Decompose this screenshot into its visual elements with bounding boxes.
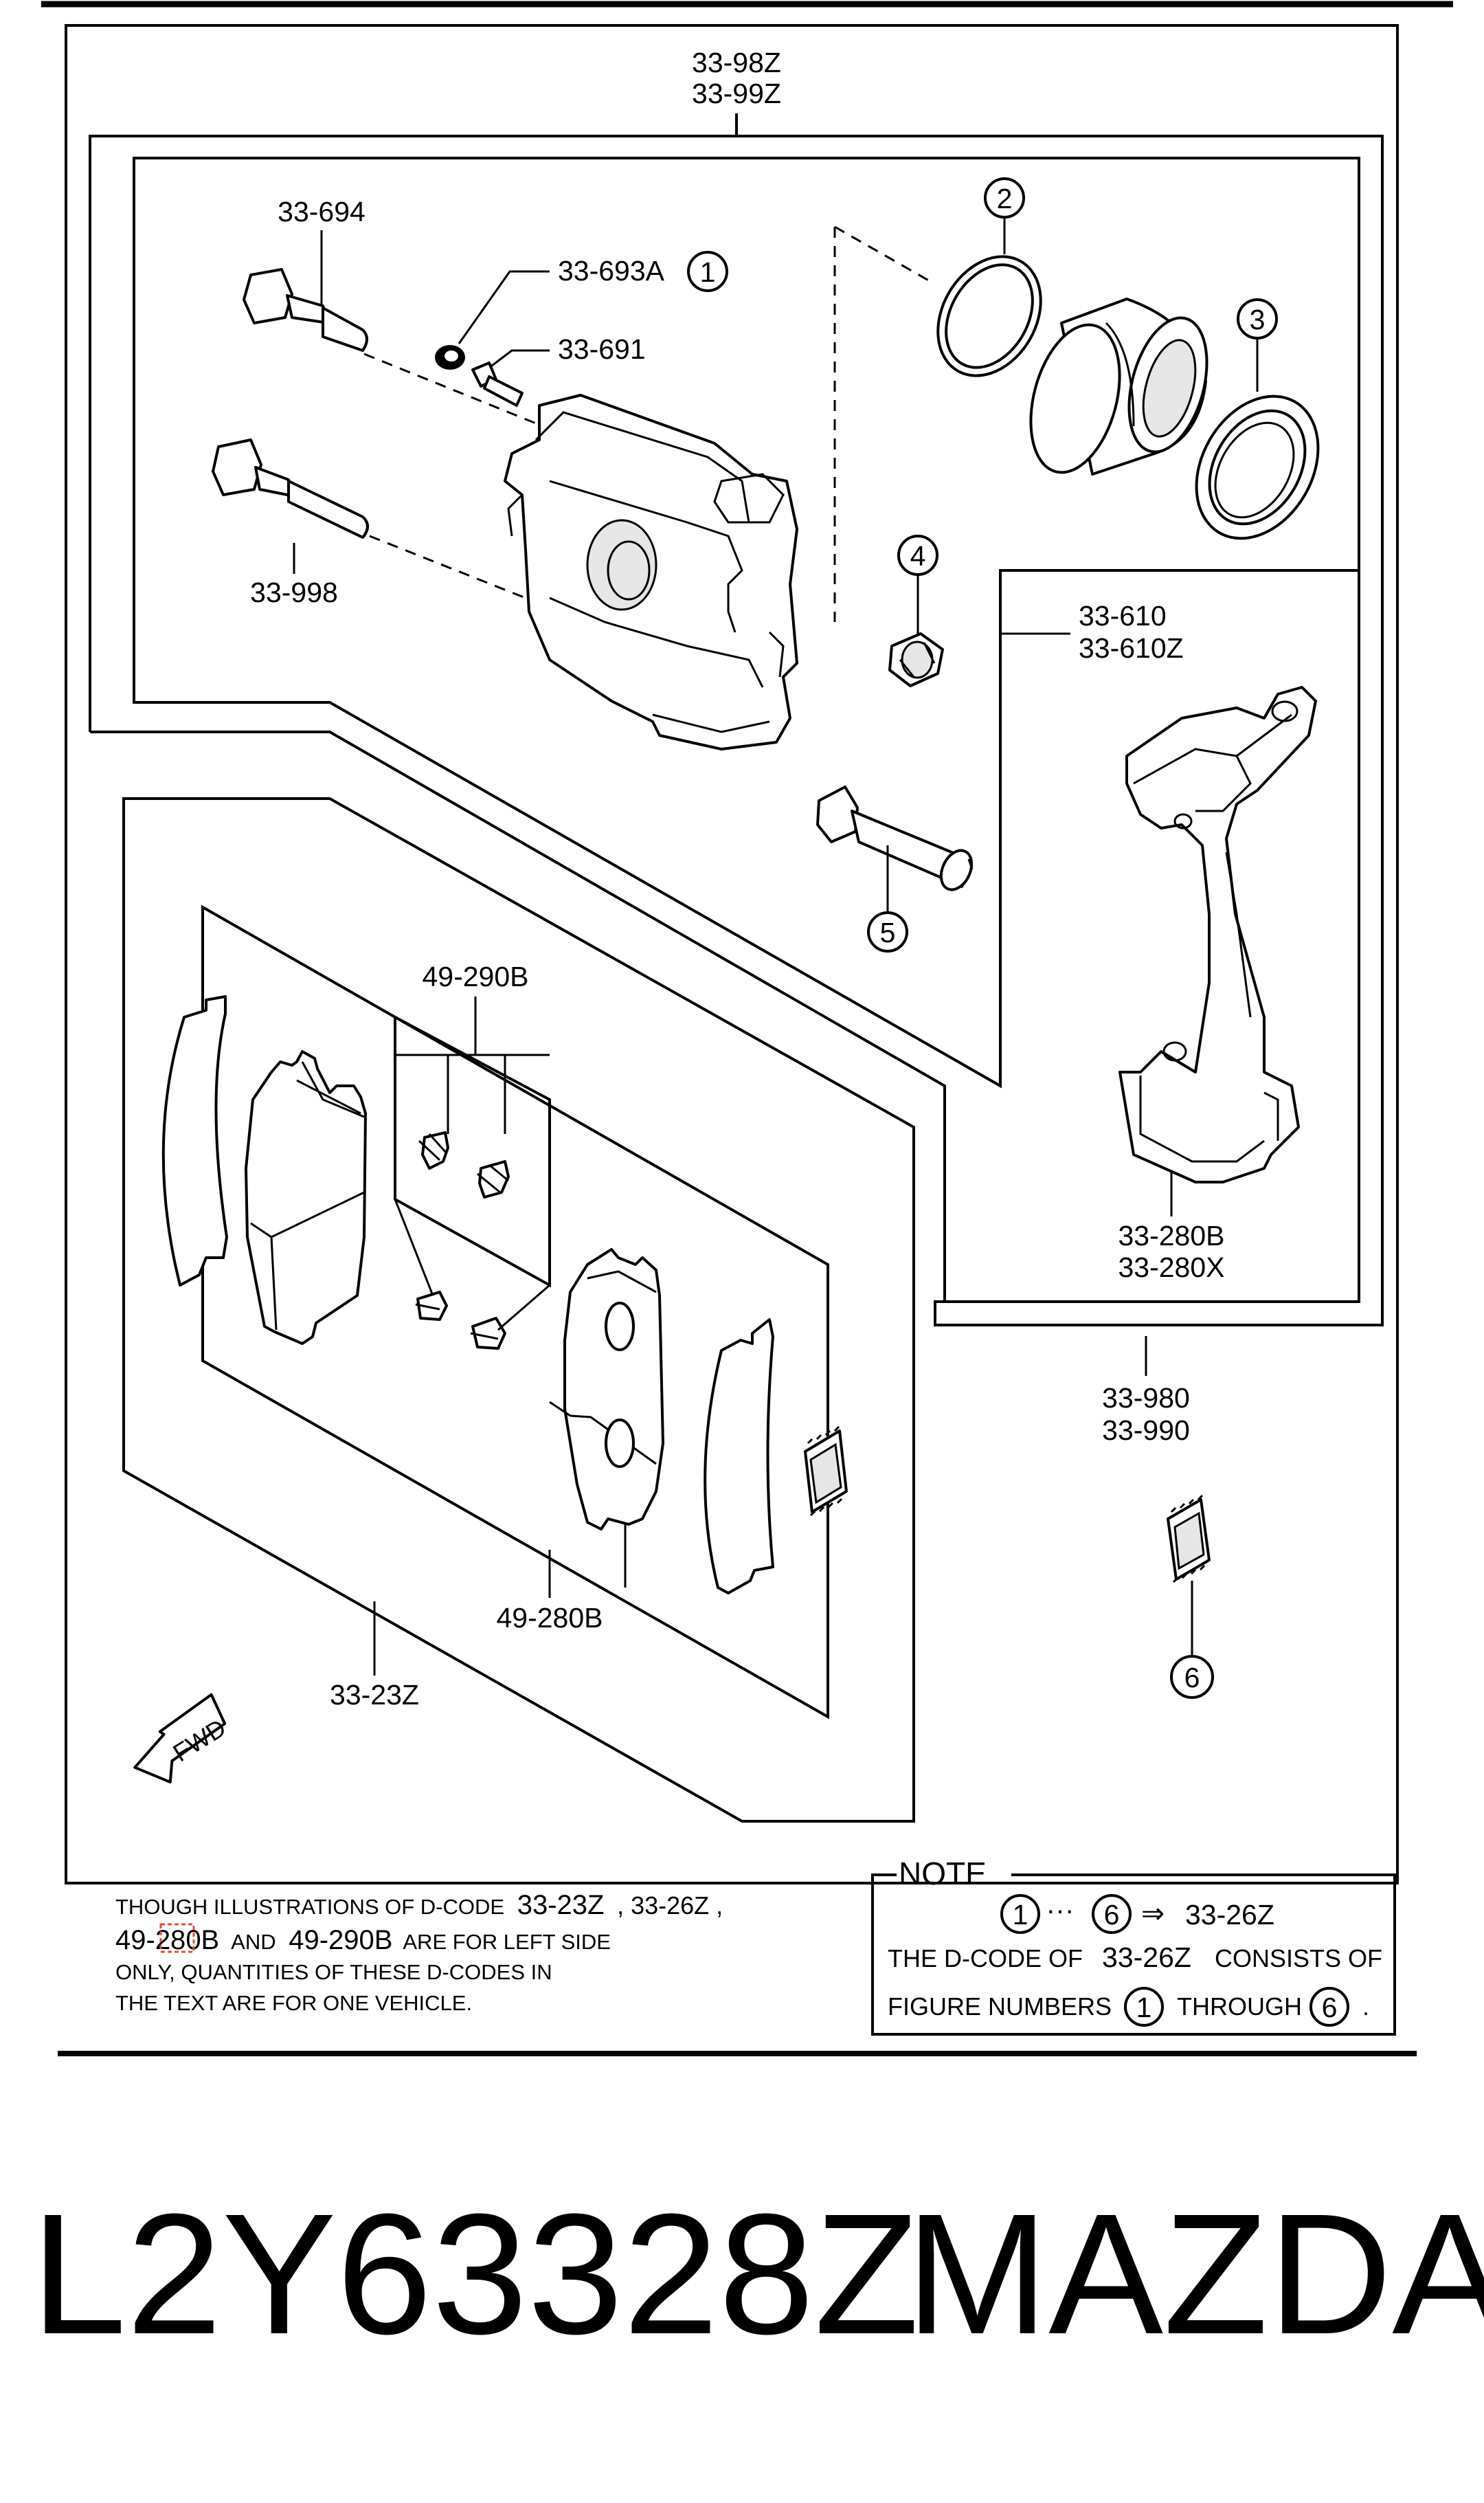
footer-brand: MAZDA <box>906 2178 1484 2370</box>
note-code: 33-26Z <box>1185 1899 1274 1931</box>
callout-5: 5 <box>867 845 908 953</box>
note-line-3-b: THROUGH <box>1177 1992 1302 2021</box>
grease-packet <box>1167 1494 1211 1649</box>
svg-text:1: 1 <box>1013 1899 1028 1931</box>
svg-text:6: 6 <box>1184 1662 1200 1693</box>
note-left-line-2: 49-280B AND 49-290B ARE FOR LEFT SIDE <box>115 1925 611 1955</box>
guide-bolt-lower <box>212 438 369 539</box>
svg-text:5: 5 <box>880 917 896 948</box>
note-title: NOTE <box>899 1856 987 1891</box>
svg-text:6: 6 <box>1322 1992 1338 2023</box>
callout-4: 4 <box>897 535 938 636</box>
guide-bolt-upper <box>243 268 368 352</box>
note-left-line-4: THE TEXT ARE FOR ONE VEHICLE. <box>115 1991 472 2015</box>
label-pads: 49-280B <box>496 1602 603 1634</box>
label-cap: 33-693A <box>558 255 665 287</box>
caliper-bracket <box>1118 686 1317 1183</box>
dust-cap <box>435 345 465 370</box>
callout-2: 2 <box>984 177 1025 254</box>
svg-text:3: 3 <box>1250 304 1266 335</box>
assembly-bracket-lower <box>90 731 946 1302</box>
shim-outer <box>161 995 228 1287</box>
pad-clips <box>394 1131 550 1350</box>
svg-text:4: 4 <box>910 540 926 572</box>
note-line-2: THE D-CODE OF 33-26Z CONSISTS OF <box>888 1942 1382 1973</box>
label-clips: 49-290B <box>422 961 528 992</box>
sleeve-boot <box>888 632 944 687</box>
label-grease-1: 33-980 <box>1102 1382 1190 1414</box>
svg-text:1: 1 <box>1136 1992 1152 2023</box>
label-bleeder: 33-691 <box>558 333 646 365</box>
assembly-bracket <box>89 135 1384 1326</box>
brake-pad-outer <box>245 1050 367 1345</box>
piston-boot <box>1195 394 1320 540</box>
label-assembly-2: 33-99Z <box>692 78 781 109</box>
dash-piston <box>833 225 932 622</box>
brake-pad-inner <box>549 1248 664 1531</box>
pad-kit-box <box>122 797 915 1823</box>
note-left-line-1: THOUGH ILLUSTRATIONS OF D-CODE 33-23Z , … <box>115 1890 723 1920</box>
leader-bleeder <box>488 349 550 369</box>
footer-part-number: L2Y63328Z <box>31 2178 919 2370</box>
label-bracket-1: 33-280B <box>1118 1220 1224 1252</box>
dash-bolt-lower <box>369 535 543 606</box>
shim-inner <box>704 1318 774 1594</box>
note-left: THOUGH ILLUSTRATIONS OF D-CODE 33-23Z , … <box>115 1890 723 2015</box>
svg-text:6: 6 <box>1104 1899 1120 1931</box>
callout-6: 6 <box>1170 1649 1214 1699</box>
svg-text:1: 1 <box>700 256 716 288</box>
note-range-dots: ··· <box>1046 1894 1075 1926</box>
label-grease-2: 33-990 <box>1102 1414 1190 1446</box>
label-pad-kit: 33-23Z <box>330 1679 419 1711</box>
label-assembly-1: 33-98Z <box>692 47 781 78</box>
label-bolt-lower: 33-998 <box>250 577 338 608</box>
fwd-arrow: FWD <box>133 1693 231 1784</box>
label-bracket-2: 33-280X <box>1118 1252 1224 1283</box>
bleeder-screw <box>471 361 524 407</box>
outer-frame <box>65 24 1399 1884</box>
svg-text:2: 2 <box>997 183 1013 214</box>
caliper-body <box>504 394 798 750</box>
leader-clips <box>395 997 550 1134</box>
clip-box <box>394 1014 551 1288</box>
label-bolt-upper: 33-694 <box>278 196 366 227</box>
callout-1: 1 <box>687 251 728 292</box>
label-bracket-set-1: 33-610 <box>1079 600 1167 632</box>
note-line-3-c: . <box>1362 1992 1369 2021</box>
note-line-3-a: FIGURE NUMBERS <box>888 1992 1112 2021</box>
dash-bolt-upper <box>363 353 543 427</box>
label-bracket-set-2: 33-610Z <box>1079 632 1184 664</box>
note-left-line-3: ONLY, QUANTITIES OF THESE D-CODES IN <box>115 1960 552 1984</box>
note-box: NOTE 1 ··· 6 ⇒ 33-26Z THE D-CODE OF 33-2… <box>871 1856 1396 2036</box>
guide-pin <box>816 786 974 891</box>
note-left-highlight <box>159 1923 195 1953</box>
piston <box>1029 298 1208 476</box>
piston-seal <box>936 255 1042 377</box>
leader-cap <box>458 270 550 344</box>
caliper-box <box>133 157 1360 1089</box>
callout-3: 3 <box>1237 298 1278 392</box>
pad-kit-grease-packet <box>804 1425 848 1517</box>
note-arrow: ⇒ <box>1141 1898 1165 1929</box>
